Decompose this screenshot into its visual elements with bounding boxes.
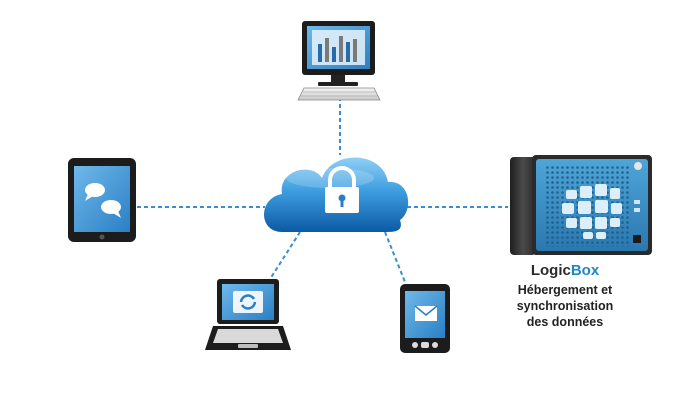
- product-caption: Hébergement et synchronisation des donné…: [500, 282, 630, 330]
- product-name: LogicBox: [500, 262, 630, 279]
- mail-icon: [414, 305, 438, 321]
- caption-line-3: des données: [526, 315, 604, 329]
- connector-laptop: [264, 231, 301, 288]
- bar-chart-icon: [318, 36, 357, 62]
- power-button-icon: [634, 162, 642, 170]
- connector-lines: [137, 97, 508, 288]
- sync-icon: [233, 291, 263, 313]
- keyboard-icon: [297, 87, 381, 101]
- globe-logo-icon: [562, 184, 622, 239]
- cloud-lock-icon: [264, 157, 409, 232]
- connector-smartphone: [384, 231, 406, 283]
- caption-line-1: Hébergement et: [517, 283, 613, 297]
- product-name-part1: Logic: [530, 262, 571, 279]
- monitor-chart-icon: [297, 21, 381, 101]
- phone-mail-icon: [400, 284, 450, 353]
- product-name-part2: Box: [570, 262, 600, 279]
- padlock-icon: [325, 166, 359, 213]
- caption-line-2: synchronisation: [516, 299, 614, 313]
- laptop-sync-icon: [205, 279, 291, 350]
- nas-server-icon: [510, 155, 652, 255]
- chat-bubbles-icon: [85, 183, 121, 218]
- tablet-chat-icon: [68, 158, 136, 242]
